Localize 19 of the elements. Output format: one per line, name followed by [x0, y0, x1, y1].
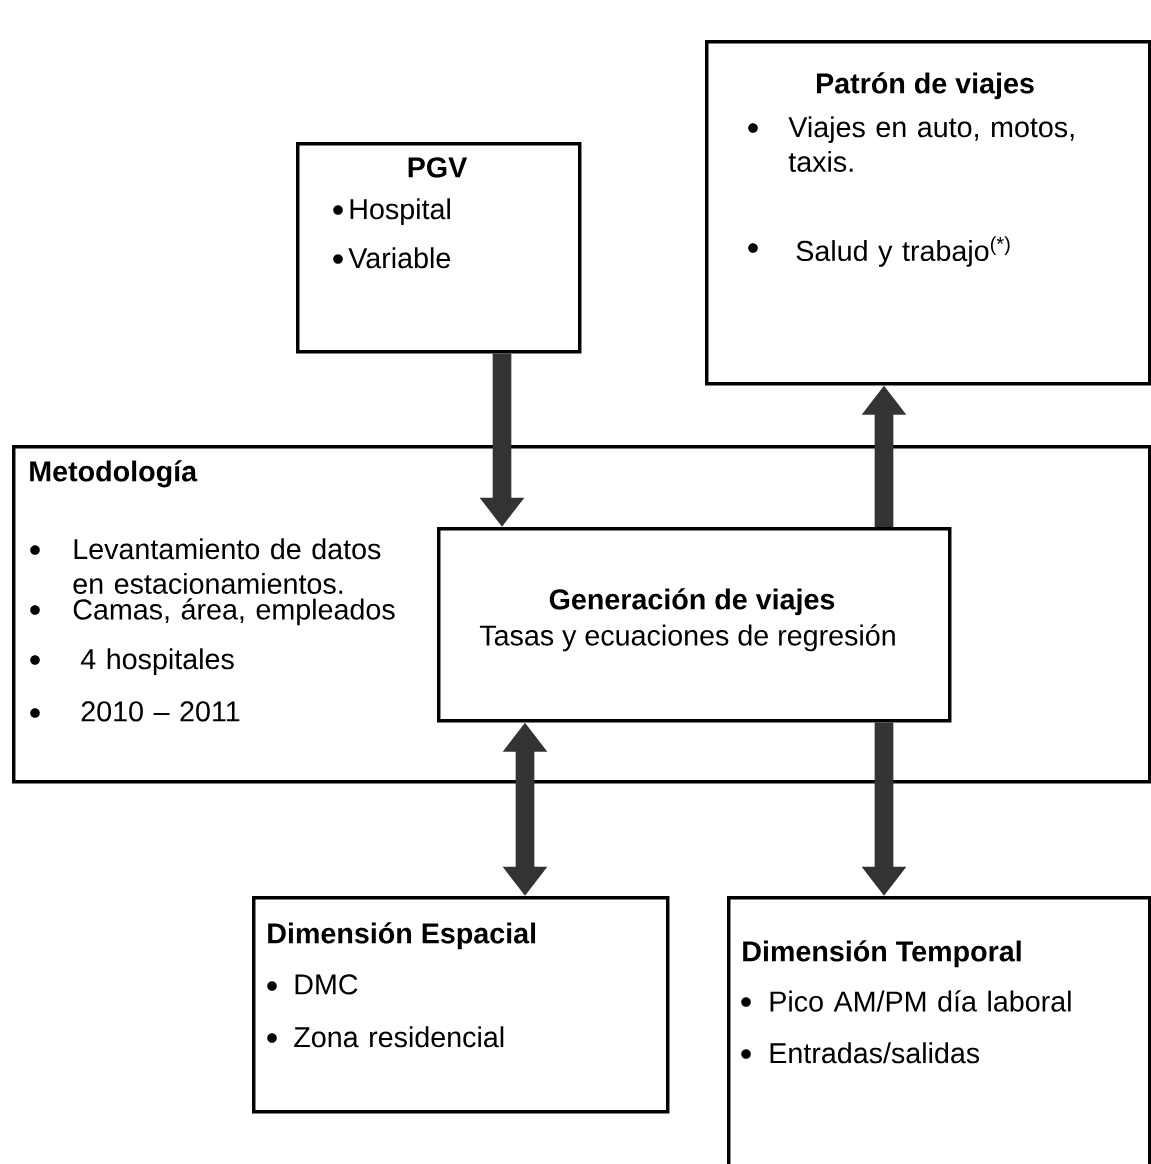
box-heading: Metodología: [30, 460, 198, 488]
bullet-item: 4 hospitales: [80, 648, 234, 675]
box-heading: PGV: [408, 157, 468, 178]
box-subtitle: Tasas y ecuaciones de regresión: [479, 624, 895, 652]
bullet-item: Camas, área, empleados: [73, 598, 395, 626]
box-heading: Dimensión Espacial: [268, 922, 536, 950]
bullet-item: Viajes en auto, motos, taxis.: [788, 116, 1074, 172]
bullet-item: Variable: [348, 247, 451, 269]
box-heading: Patrón de viajes: [817, 72, 1034, 100]
bullet-item: Zona residencial: [294, 1026, 504, 1048]
box-heading: Generación de viajes: [549, 588, 835, 616]
box-heading: Dimensión Temporal: [743, 940, 1021, 968]
bullet-item: 2010 – 2011: [81, 701, 240, 722]
bullet-item: Hospital: [350, 198, 450, 225]
bullet-item: Salud y trabajo$^{(*)}$: [796, 236, 1010, 267]
bullet-item: DMC: [295, 974, 358, 995]
bullet-item: Levantamiento de datos en estacionamientos.: [73, 538, 381, 594]
bullet-item: Entradas/salidas: [770, 1042, 980, 1064]
bullet-item: Pico AM/PM día laboral: [770, 990, 1071, 1012]
